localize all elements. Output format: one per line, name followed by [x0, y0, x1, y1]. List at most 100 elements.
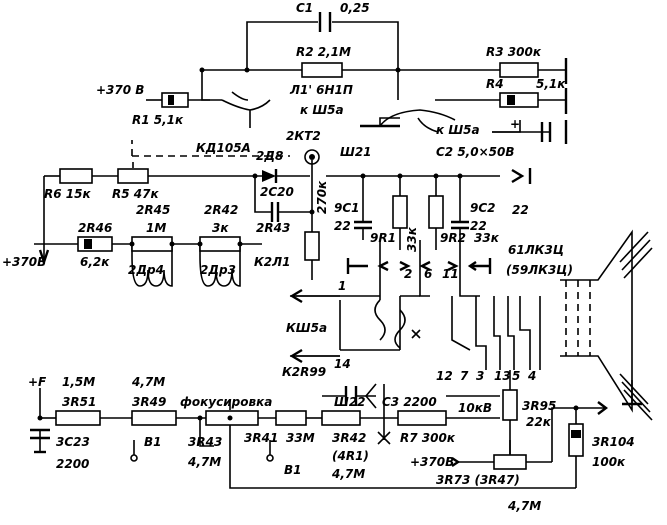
- label-r47m: 4,7М: [507, 499, 541, 513]
- label-r4-val: 5,1к: [536, 77, 566, 91]
- arrow-kw5a: [289, 288, 340, 304]
- label-9c2-val: 22: [470, 219, 487, 233]
- label-r42: 3R42: [332, 431, 366, 445]
- label-9c2: 9С2: [470, 201, 496, 215]
- potentiometer-r5: [117, 162, 149, 184]
- spark-gap: [377, 431, 391, 445]
- label-k-sh5a-right: к Ш5а: [436, 123, 480, 137]
- label-sh21: Ш21: [340, 145, 372, 159]
- junction-dots-3: [37, 405, 579, 421]
- label-n4: 4: [527, 369, 536, 383]
- label-c1-val: 0,25: [340, 1, 370, 15]
- label-r43-top: 2R43: [256, 221, 290, 235]
- capacitor-9c2: [451, 220, 469, 230]
- resistor-270k: [304, 231, 320, 261]
- label-c23-val: 2200: [56, 457, 89, 471]
- label-n6: 6: [424, 267, 432, 281]
- test-point-2kt2: [304, 149, 320, 165]
- tube-l1-triode: [221, 91, 456, 133]
- wires-crt: [290, 240, 541, 370]
- label-r51: 3R51: [62, 395, 96, 409]
- ground-sh21: [511, 168, 532, 184]
- label-plus370-bot: +370В: [410, 455, 454, 469]
- resistor-r3: [499, 58, 568, 84]
- label-r104-val: 100к: [592, 455, 626, 469]
- label-pin22: 22: [512, 203, 529, 217]
- label-b1-a: В1: [144, 435, 162, 449]
- choke-2dr4: [131, 255, 173, 287]
- label-r49-val: 4,7М: [131, 375, 165, 389]
- label-c1: C1: [296, 1, 313, 15]
- label-9r1: 9R1: [370, 231, 396, 245]
- label-270k: 270к: [315, 180, 329, 214]
- label-33k-1: 33к: [405, 226, 419, 252]
- label-kt2: 2КТ2: [286, 129, 321, 143]
- label-r6: R6 15к: [44, 187, 91, 201]
- resistor-3r41: [275, 410, 307, 426]
- crt-61lk3c: [560, 229, 653, 421]
- label-kv10: 10кВ: [458, 401, 492, 415]
- label-ksh5a-mid: КШ5а: [286, 321, 327, 335]
- label-r41-val: 33М: [286, 431, 315, 445]
- arrow-plus370: [38, 249, 50, 266]
- resistor-9r1: [392, 195, 408, 229]
- label-9c1-val: 22: [334, 219, 351, 233]
- capacitor-3c23: [30, 428, 50, 454]
- resistor-r6: [59, 168, 93, 184]
- label-r2: R2 2,1M: [296, 45, 351, 59]
- capacitor-9c1: [354, 220, 372, 230]
- capacitor-c1: [318, 12, 332, 32]
- label-r42-bot: 4,7М: [331, 467, 365, 481]
- label-b1-b: В1: [284, 463, 302, 477]
- label-dr3: 2Др3: [200, 263, 236, 277]
- label-tube: Л1' 6Н1П: [289, 83, 353, 97]
- label-d8: 2Д8: [256, 149, 283, 163]
- resistor-3r51: [55, 410, 101, 426]
- label-r42-alt: (4R1): [332, 449, 369, 463]
- label-r41: 3R41: [244, 431, 278, 445]
- resistor-3r95: [502, 389, 518, 421]
- resistor-3r49: [131, 410, 177, 426]
- resistor-r1: [161, 92, 189, 108]
- label-r7: R7 300к: [400, 431, 456, 445]
- capacitor-c3: [344, 386, 358, 406]
- label-c2: С2 5,0×50В: [436, 145, 515, 159]
- resistor-r2: [301, 62, 343, 78]
- label-plus-sign: +: [510, 117, 520, 131]
- resistor-9r2: [428, 195, 444, 229]
- connector-arrows: [346, 258, 492, 274]
- label-l1: К2Л1: [254, 255, 290, 269]
- label-sh22: Ш22: [334, 395, 366, 409]
- label-plus370-left: +370В: [2, 255, 46, 269]
- label-c3: С3 2200: [382, 395, 437, 409]
- resistor-2r42: [199, 236, 241, 252]
- label-r5: R5 47к: [112, 187, 159, 201]
- choke-2dr3: [199, 255, 241, 287]
- label-n12: 12: [436, 369, 453, 383]
- label-n7: 7: [460, 369, 469, 383]
- label-n2: 2: [404, 267, 412, 281]
- label-r45-val: 1М: [146, 221, 166, 235]
- capacitor-2c20: [270, 202, 280, 222]
- resistor-2r45: [131, 236, 173, 252]
- label-r95-val: 22к: [526, 415, 552, 429]
- label-c23: 3С23: [56, 435, 90, 449]
- label-r4: R4: [486, 77, 504, 91]
- label-plus-f: +F: [28, 375, 47, 389]
- label-crt-alt: (59ЛК3Ц): [506, 263, 573, 277]
- junction-dots: [199, 67, 463, 215]
- wires-bottom: [39, 370, 606, 489]
- resistor-r7: [397, 410, 447, 426]
- label-r51-val: 1,5М: [62, 375, 95, 389]
- label-kd105a: КД105А: [196, 141, 251, 155]
- label-plus370-top: +370 В: [96, 83, 144, 97]
- label-r42-val: 3к: [212, 221, 229, 235]
- label-k2r99: К2R99: [282, 365, 326, 379]
- resistor-3r42: [321, 410, 361, 426]
- label-n5: 5: [512, 369, 520, 383]
- label-r1: R1 5,1к: [132, 113, 184, 127]
- label-dr4: 2Др4: [128, 263, 164, 277]
- label-9c1: 9С1: [334, 201, 360, 215]
- label-r104: 3R104: [592, 435, 635, 449]
